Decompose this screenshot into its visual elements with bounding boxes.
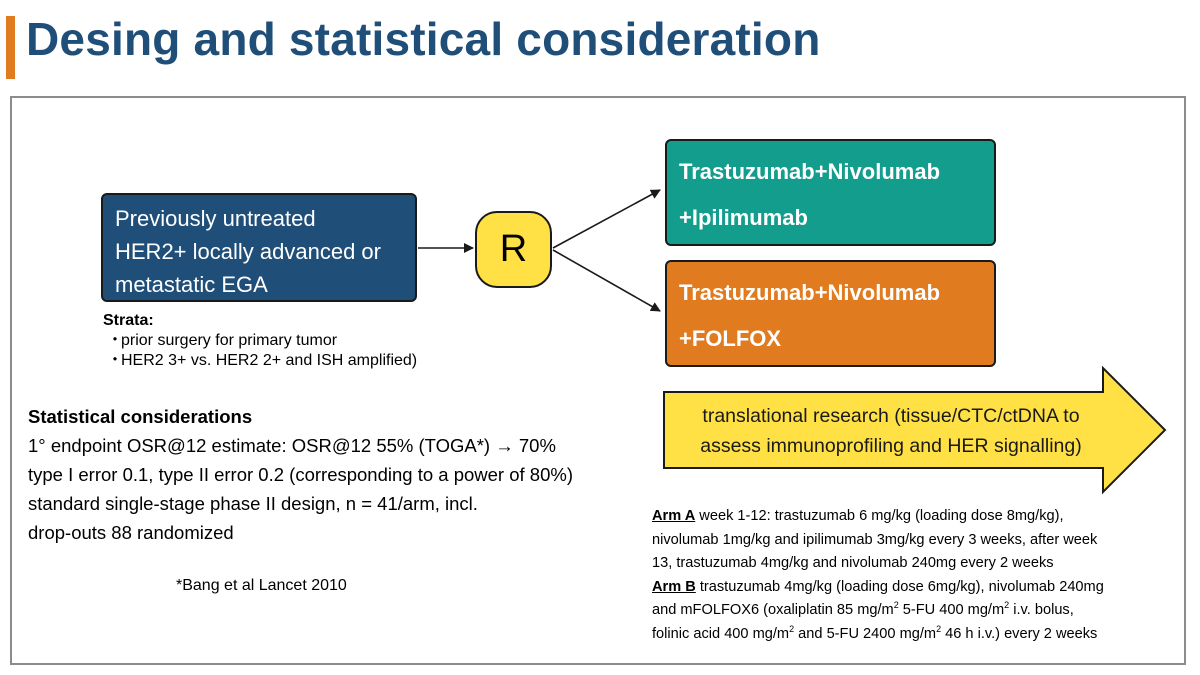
arm-b-box: Trastuzumab+Nivolumab +FOLFOX — [665, 260, 996, 367]
arm-b-detail-line: folinic acid 400 mg/m2 and 5-FU 2400 mg/… — [652, 623, 1172, 647]
superscript: 2 — [789, 623, 795, 634]
arrow-randomization-to-arm-a — [552, 189, 661, 249]
arm-b-detail-text: and 5-FU 2400 mg/m — [794, 625, 937, 642]
arrow-randomization-to-arm-b — [552, 249, 661, 312]
arm-b-line: +FOLFOX — [679, 326, 782, 351]
superscript: 2 — [936, 623, 942, 634]
population-box: Previously untreated HER2+ locally advan… — [101, 193, 417, 302]
translational-line: translational research (tissue/CTC/ctDNA… — [702, 405, 1080, 427]
translational-line: assess immunoprofiling and HER signallin… — [700, 435, 1082, 457]
content-frame — [10, 96, 1186, 665]
arm-a-detail-line: nivolumab 1mg/kg and ipilimumab 3mg/kg e… — [652, 531, 1098, 548]
arm-b-detail-text: trastuzumab 4mg/kg (loading dose 6mg/kg)… — [695, 578, 1104, 595]
title-accent-bar — [6, 16, 15, 79]
statistics-line: 1° endpoint OSR@12 estimate: OSR@12 55% … — [28, 435, 556, 456]
superscript: 2 — [893, 600, 899, 611]
statistics-line: type I error 0.1, type II error 0.2 (cor… — [28, 464, 573, 485]
reference-footnote: *Bang et al Lancet 2010 — [176, 577, 347, 594]
arm-a-detail-line: 13, trastuzumab 4mg/kg and nivolumab 240… — [652, 555, 1054, 571]
arm-b-detail-text: folinic acid 400 mg/m — [652, 625, 790, 642]
translational-arrow-shape — [663, 365, 1167, 495]
arm-a-label: Arm A — [652, 508, 696, 524]
population-line: HER2+ locally advanced or — [115, 239, 381, 264]
arm-a-detail-text: week 1-12: trastuzumab 6 mg/kg (loading … — [695, 508, 1064, 524]
statistics-heading: Statistical considerations — [28, 406, 253, 427]
arm-b-label: Arm B — [652, 578, 696, 595]
arm-details: Arm A week 1-12: trastuzumab 6 mg/kg (lo… — [652, 505, 1172, 646]
arm-b-detail-line: and mFOLFOX6 (oxaliplatin 85 mg/m2 5-FU … — [652, 599, 1172, 623]
arm-b-line: Trastuzumab+Nivolumab — [679, 280, 941, 305]
strata-section: Strata: ・ prior surgery for primary tumo… — [103, 311, 417, 371]
population-line: metastatic EGA — [115, 272, 268, 297]
arm-b-detail-text: 5-FU 400 mg/m — [898, 602, 1005, 618]
randomization-node: R — [475, 211, 552, 288]
strata-item-text: HER2 3+ vs. HER2 2+ and ISH amplified) — [121, 352, 418, 369]
strata-item-text: prior surgery for primary tumor — [121, 332, 338, 349]
arm-a-box: Trastuzumab+Nivolumab +Ipilimumab — [665, 139, 996, 246]
arm-a-line: Trastuzumab+Nivolumab — [679, 159, 941, 184]
statistics-line: drop-outs 88 randomized — [28, 522, 234, 543]
translational-text: translational research (tissue/CTC/ctDNA… — [672, 401, 1110, 461]
superscript: 2 — [1004, 600, 1010, 611]
arm-b-detail-text: i.v. bolus, — [1009, 602, 1074, 618]
strata-item: ・ HER2 3+ vs. HER2 2+ and ISH amplified) — [103, 351, 417, 371]
arm-a-line: +Ipilimumab — [679, 205, 808, 230]
strata-list: ・ prior surgery for primary tumor ・ HER2… — [103, 331, 417, 371]
statistical-considerations: Statistical considerations 1° endpoint O… — [28, 402, 573, 547]
arm-b-detail-text: 46 h i.v.) every 2 weeks — [941, 625, 1098, 642]
statistics-line: standard single-stage phase II design, n… — [28, 493, 478, 514]
page-title: Desing and statistical consideration — [26, 13, 821, 65]
strata-item: ・ prior surgery for primary tumor — [103, 331, 417, 351]
arm-a-detail-line: Arm A week 1-12: trastuzumab 6 mg/kg (lo… — [652, 505, 1172, 529]
arm-b-detail-line: Arm B trastuzumab 4mg/kg (loading dose 6… — [652, 576, 1172, 600]
bullet-icon: ・ — [107, 332, 124, 349]
bullet-icon: ・ — [107, 352, 124, 369]
strata-heading: Strata: — [103, 312, 154, 329]
population-line: Previously untreated — [115, 206, 316, 231]
arm-b-detail-text: and mFOLFOX6 (oxaliplatin 85 mg/m — [652, 602, 894, 618]
